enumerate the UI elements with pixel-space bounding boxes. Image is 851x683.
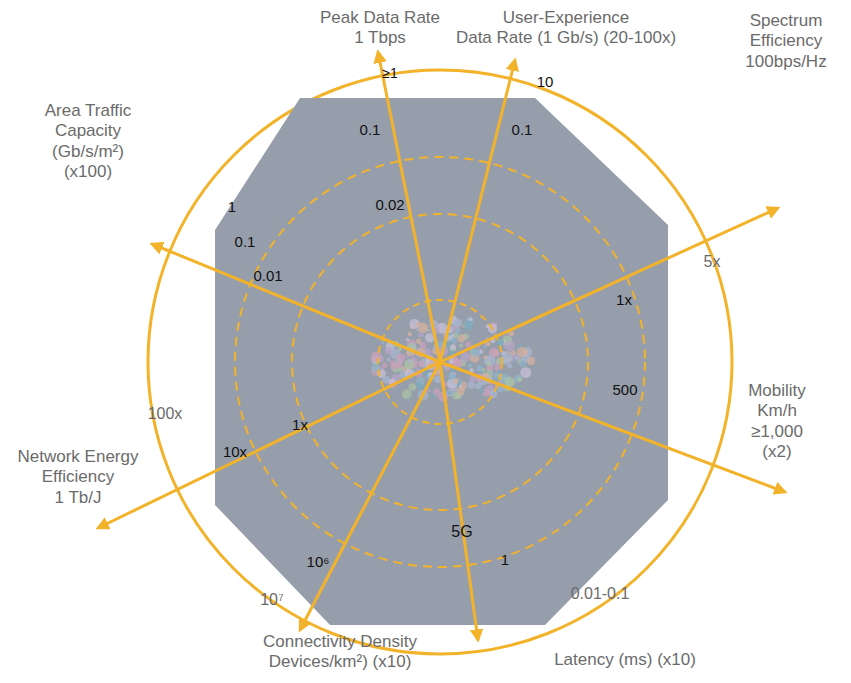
footprint-dot bbox=[406, 338, 409, 341]
footprint-dot bbox=[450, 344, 456, 350]
footprint-dot bbox=[454, 318, 463, 327]
footprint-dot bbox=[524, 350, 529, 355]
scale-value: 0.1 bbox=[235, 233, 256, 251]
axis-title: Latency (ms) (x10) bbox=[554, 650, 696, 670]
footprint-dot bbox=[483, 355, 487, 359]
footprint-dot bbox=[465, 342, 471, 348]
axis-arrow bbox=[440, 60, 515, 362]
footprint-dot bbox=[457, 387, 465, 395]
footprint-dot bbox=[455, 328, 460, 333]
footprint-dot bbox=[418, 323, 428, 333]
footprint-dot bbox=[433, 388, 440, 395]
footprint-dot bbox=[408, 360, 411, 363]
scale-value: 10⁷ bbox=[260, 590, 284, 609]
footprint-dot bbox=[382, 363, 387, 368]
axis-title: User-Experience Data Rate (1 Gb/s) (20-1… bbox=[456, 8, 676, 49]
footprint-dot bbox=[390, 361, 398, 369]
scale-value: 5x bbox=[704, 252, 721, 271]
outer-ring bbox=[148, 70, 732, 654]
generation-label: 5G bbox=[451, 522, 472, 541]
footprint-dot bbox=[434, 376, 441, 383]
footprint-dot bbox=[520, 367, 531, 378]
axis-title: Spectrum Efficiency 100bps/Hz bbox=[745, 11, 826, 72]
footprint-dot bbox=[483, 345, 486, 348]
scale-value: 10⁶ bbox=[307, 553, 330, 571]
footprint-dot bbox=[420, 342, 427, 349]
axis-title: Connectivity Density Devices/km²) (x10) bbox=[263, 632, 417, 673]
axis-arrow bbox=[440, 362, 785, 492]
footprint-dot bbox=[381, 341, 384, 344]
footprint-dot bbox=[459, 343, 463, 347]
footprint-dot bbox=[497, 369, 501, 373]
footprint-dot bbox=[517, 377, 522, 382]
footprint-dot bbox=[475, 383, 481, 389]
footprint-dot bbox=[490, 372, 494, 376]
footprint-dot bbox=[527, 357, 535, 365]
footprint-dot bbox=[452, 338, 458, 344]
axis-title: Peak Data Rate 1 Tbps bbox=[320, 8, 440, 49]
footprint-dot bbox=[514, 375, 522, 383]
axis-arrow bbox=[440, 362, 478, 640]
footprint-dot bbox=[469, 368, 473, 372]
footprint-dot bbox=[453, 333, 458, 338]
axis-title: Mobility Km/h ≥1,000 (x2) bbox=[748, 381, 806, 463]
scale-value: 0.01 bbox=[253, 267, 282, 285]
footprint-dot bbox=[510, 381, 515, 386]
footprint-dot bbox=[468, 382, 475, 389]
footprint-dot bbox=[504, 340, 515, 351]
scale-value: 10x bbox=[223, 443, 247, 461]
footprint-dot bbox=[404, 359, 415, 370]
footprint-dot bbox=[402, 389, 412, 399]
footprint-dot bbox=[371, 351, 382, 362]
footprint-dot bbox=[463, 321, 473, 331]
footprint-dot bbox=[519, 361, 525, 367]
footprint-dot bbox=[479, 388, 484, 393]
axis-arrow bbox=[300, 362, 440, 630]
footprint-dot bbox=[447, 390, 453, 396]
axis-arrow bbox=[440, 208, 778, 362]
footprint-dot bbox=[449, 373, 456, 380]
scale-value: 0.1 bbox=[512, 121, 533, 139]
footprint-dot bbox=[416, 382, 421, 387]
footprint-dot bbox=[521, 362, 524, 365]
scale-value: 100x bbox=[148, 404, 183, 423]
footprint-dot bbox=[408, 332, 413, 337]
scale-value: 10 bbox=[537, 73, 554, 91]
footprint-dot bbox=[418, 361, 425, 368]
scale-value: 1x bbox=[292, 416, 308, 434]
footprint-dot bbox=[486, 361, 491, 366]
axis-title: Network Energy Efficiency 1 Tb/J bbox=[18, 447, 139, 508]
footprint-dot bbox=[513, 359, 517, 363]
axis-arrow bbox=[98, 362, 440, 528]
footprint-dot bbox=[418, 333, 422, 337]
scale-value: 0.1 bbox=[360, 121, 381, 139]
scale-value: 0.01-0.1 bbox=[571, 584, 630, 603]
scale-value: 1x bbox=[616, 291, 632, 309]
scale-value: 1 bbox=[228, 198, 236, 216]
scale-value: 1 bbox=[501, 551, 509, 569]
footprint-dot bbox=[409, 383, 417, 391]
footprint-dot bbox=[425, 333, 434, 342]
axis-title: Area Traffic Capacity (Gb/s/m²) (x100) bbox=[45, 101, 132, 183]
footprint-dot bbox=[385, 347, 392, 354]
axis-arrow bbox=[152, 244, 440, 362]
scale-value: ≥1 bbox=[382, 65, 397, 82]
footprint-dot bbox=[468, 363, 472, 367]
scale-value: 0.02 bbox=[375, 196, 404, 214]
footprint-dot bbox=[471, 348, 480, 357]
footprint-dot bbox=[396, 354, 405, 363]
scale-value: 500 bbox=[612, 381, 637, 399]
footprint-dot bbox=[447, 391, 451, 395]
axes bbox=[98, 52, 785, 640]
footprint-dot bbox=[507, 363, 512, 368]
footprint-dot bbox=[386, 358, 390, 362]
footprint-dot bbox=[427, 389, 431, 393]
